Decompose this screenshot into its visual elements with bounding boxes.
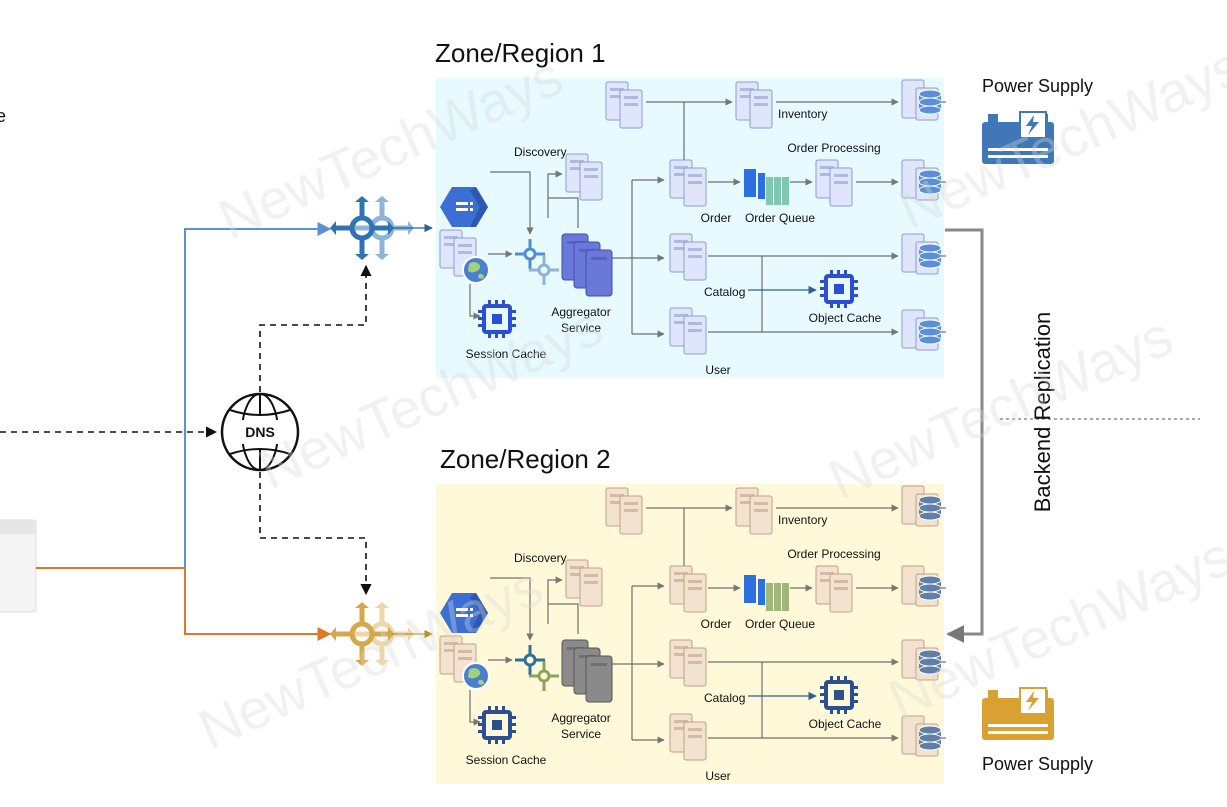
power-supply-2: Power Supply bbox=[982, 687, 1093, 774]
discovery-link bbox=[490, 171, 534, 235]
server-icon bbox=[605, 487, 643, 535]
session-cache-label: Session Cache bbox=[466, 347, 547, 361]
queue-icon bbox=[744, 169, 789, 205]
server-icon bbox=[565, 559, 603, 607]
cache-chip-icon bbox=[478, 300, 516, 338]
server-icon bbox=[561, 639, 613, 703]
globe-icon bbox=[462, 256, 490, 284]
order-processing-label: Order Processing bbox=[787, 547, 880, 561]
server-icon bbox=[815, 565, 853, 613]
router-icon bbox=[515, 645, 545, 675]
web-to-session-cache bbox=[469, 284, 481, 320]
order-processing-label: Order Processing bbox=[787, 141, 880, 155]
server-icon bbox=[735, 487, 773, 535]
database-icon bbox=[901, 715, 942, 757]
power-supply-label-1: Power Supply bbox=[982, 76, 1093, 96]
link-to-zone2-gateway bbox=[184, 568, 332, 641]
order-label: Order bbox=[701, 617, 732, 631]
server-icon bbox=[669, 233, 707, 281]
power-supply-label-2: Power Supply bbox=[982, 754, 1093, 774]
dns-label: DNS bbox=[245, 424, 275, 440]
discovery-link bbox=[490, 577, 534, 641]
zone-title: Zone/Region 2 bbox=[440, 444, 611, 474]
left-partial-text: e bbox=[0, 106, 6, 126]
database-icon bbox=[901, 79, 942, 121]
cache-chip-icon bbox=[478, 706, 516, 744]
object-cache-label: Object Cache bbox=[809, 311, 882, 325]
dns-icon: DNS bbox=[220, 392, 300, 472]
aggregator-label: Aggregator bbox=[551, 305, 610, 319]
order-queue-label: Order Queue bbox=[745, 617, 815, 631]
database-icon bbox=[901, 159, 942, 201]
load-balancer-icon bbox=[440, 593, 488, 633]
power-supply-icon bbox=[982, 111, 1054, 164]
server-icon bbox=[605, 81, 643, 129]
load-balancer-icon bbox=[440, 187, 488, 227]
dns-to-zone2-dashed bbox=[259, 472, 372, 596]
discovery-to-aggregator bbox=[548, 603, 579, 634]
discovery-label: Discovery bbox=[514, 551, 567, 565]
gateway-icon bbox=[330, 602, 394, 666]
inventory-label: Inventory bbox=[778, 513, 827, 527]
zone-region-1: Zone/Region 1 Session Cache DiscoveryAggre… bbox=[330, 38, 946, 378]
discovery-to-aggregator bbox=[548, 197, 579, 228]
aggregator-label: Service bbox=[561, 727, 601, 741]
zone-region-2: Zone/Region 2 Session Cache DiscoveryAggre… bbox=[330, 444, 946, 784]
power-supply-1: Power Supply bbox=[982, 76, 1093, 164]
router-to-discovery bbox=[547, 576, 563, 624]
server-icon bbox=[669, 159, 707, 207]
dns-to-zone1-dashed bbox=[259, 264, 372, 392]
power-supply-icon bbox=[982, 687, 1054, 740]
order-queue-label: Order Queue bbox=[745, 211, 815, 225]
backend-replication-link bbox=[945, 228, 984, 643]
zone-title: Zone/Region 1 bbox=[435, 38, 606, 68]
cache-chip-icon bbox=[820, 270, 858, 308]
server-icon bbox=[561, 233, 613, 297]
user-label: User bbox=[705, 769, 730, 783]
database-icon bbox=[901, 233, 942, 275]
server-icon bbox=[669, 307, 707, 355]
user-label: User bbox=[705, 363, 730, 377]
client-window-icon bbox=[0, 519, 37, 613]
server-icon bbox=[565, 153, 603, 201]
aggregator-label: Aggregator bbox=[551, 711, 610, 725]
gateway-icon bbox=[330, 196, 394, 260]
server-icon bbox=[735, 81, 773, 129]
catalog-label: Catalog bbox=[704, 691, 745, 705]
router-icon bbox=[515, 239, 545, 269]
router-icon bbox=[529, 661, 559, 691]
backend-replication-label: Backend Replication bbox=[1030, 312, 1055, 513]
power-icon-shape bbox=[982, 687, 1054, 740]
order-label: Order bbox=[701, 211, 732, 225]
aggregator-label: Service bbox=[561, 321, 601, 335]
object-cache-label: Object Cache bbox=[809, 717, 882, 731]
power-icon-shape bbox=[982, 111, 1054, 164]
server-icon bbox=[669, 639, 707, 687]
database-icon bbox=[901, 309, 942, 351]
router-icon bbox=[529, 255, 559, 285]
queue-icon bbox=[744, 575, 789, 611]
discovery-label: Discovery bbox=[514, 145, 567, 159]
cache-chip-icon bbox=[820, 676, 858, 714]
globe-icon bbox=[462, 662, 490, 690]
link-to-zone1-gateway bbox=[184, 222, 332, 568]
server-icon bbox=[815, 159, 853, 207]
web-to-session-cache bbox=[469, 690, 481, 726]
inventory-label: Inventory bbox=[778, 107, 827, 121]
server-icon bbox=[669, 713, 707, 761]
router-to-discovery bbox=[547, 170, 563, 218]
catalog-label: Catalog bbox=[704, 285, 745, 299]
session-cache-label: Session Cache bbox=[466, 753, 547, 767]
server-icon bbox=[669, 565, 707, 613]
database-icon bbox=[901, 639, 942, 681]
